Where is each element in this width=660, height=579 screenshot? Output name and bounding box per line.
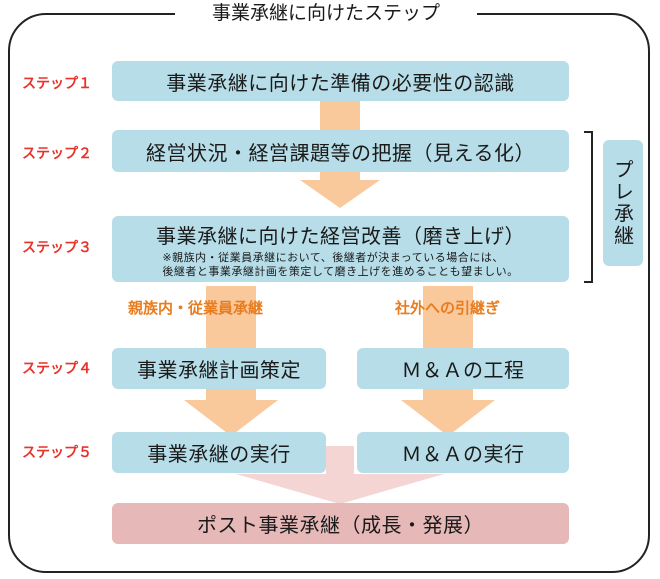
step-3-note-line1: ※親族内・従業員承継において、後継者が決まっている場合には、 bbox=[162, 250, 504, 264]
route-right-label: 社外への引継ぎ bbox=[395, 299, 501, 317]
step-label-4: ステップ４ bbox=[22, 361, 92, 377]
step-label-3: ステップ３ bbox=[22, 240, 92, 256]
step-4-right-text: Ｍ＆Ａの工程 bbox=[401, 358, 525, 382]
goal-box: ポスト事業承継（成長・発展） bbox=[112, 503, 569, 544]
step-5-right-text: Ｍ＆Ａの実行 bbox=[401, 442, 525, 466]
step-3-text: 事業承継に向けた経営改善（磨き上げ） bbox=[156, 223, 525, 248]
pre-succession-label: プレ承継 bbox=[610, 159, 635, 247]
step-4-left-box: 事業承継計画策定 bbox=[112, 348, 326, 389]
step-2-box: 経営状況・経営課題等の把握（見える化） bbox=[112, 130, 569, 172]
step-3-note-line2: 後継者と事業承継計画を策定して磨き上げを進めることも望ましい。 bbox=[162, 264, 519, 278]
step-label-1: ステップ１ bbox=[22, 76, 92, 92]
goal-text: ポスト事業承継（成長・発展） bbox=[197, 513, 484, 537]
step-5-left-box: 事業承継の実行 bbox=[112, 432, 326, 473]
arrow-to-goal bbox=[236, 446, 444, 504]
step-3-note: ※親族内・従業員承継において、後継者が決まっている場合には、 後継者と事業承継計… bbox=[162, 251, 518, 279]
step-5-left-text: 事業承継の実行 bbox=[147, 442, 291, 466]
step-2-text: 経営状況・経営課題等の把握（見える化） bbox=[146, 140, 535, 165]
step-label-2: ステップ２ bbox=[22, 146, 92, 162]
pre-succession-bracket bbox=[584, 131, 593, 283]
step-label-5: ステップ５ bbox=[22, 445, 92, 461]
pre-succession-box: プレ承継 bbox=[603, 140, 643, 266]
route-left-label: 親族内・従業員承継 bbox=[128, 299, 264, 317]
diagram-title: 事業承継に向けたステップ bbox=[175, 0, 477, 26]
step-1-text: 事業承継に向けた準備の必要性の認識 bbox=[166, 70, 515, 95]
step-4-right-box: Ｍ＆Ａの工程 bbox=[357, 348, 569, 389]
step-5-right-box: Ｍ＆Ａの実行 bbox=[357, 432, 569, 473]
step-4-left-text: 事業承継計画策定 bbox=[137, 358, 301, 382]
step-3-box: 事業承継に向けた経営改善（磨き上げ） ※親族内・従業員承継において、後継者が決ま… bbox=[112, 216, 569, 282]
step-1-box: 事業承継に向けた準備の必要性の認識 bbox=[112, 61, 569, 101]
